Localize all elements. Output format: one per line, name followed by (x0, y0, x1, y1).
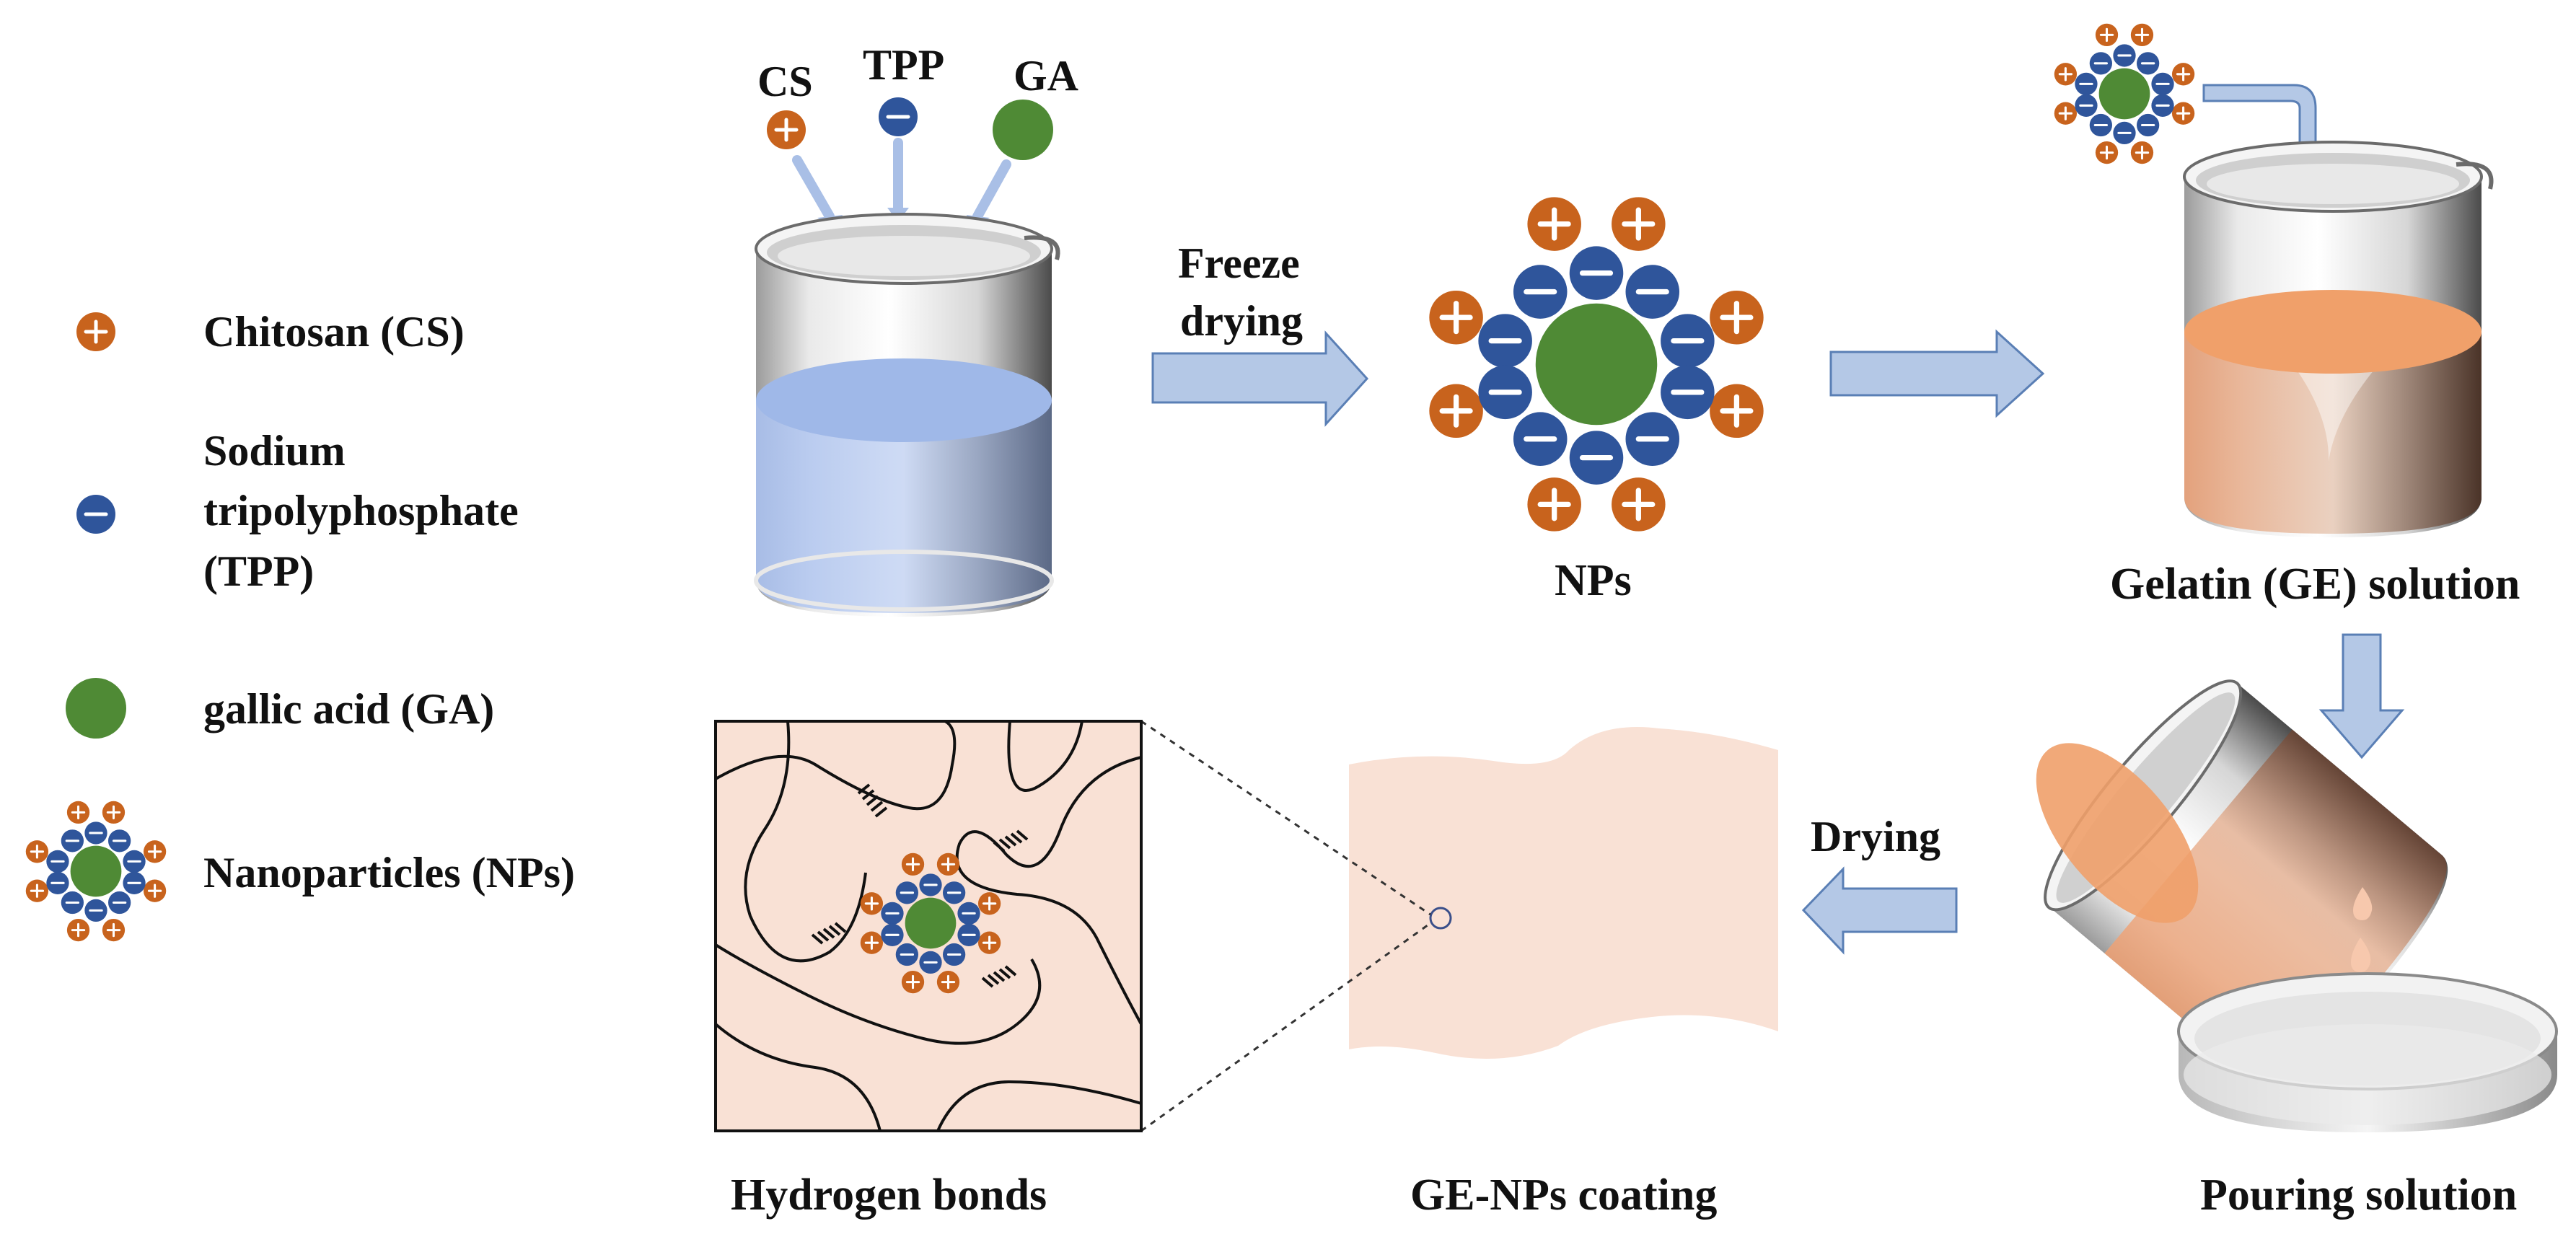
tpp-label: TPP (863, 41, 944, 89)
cs-particle-icon (767, 110, 806, 149)
gelatin-beaker (2053, 22, 2494, 537)
gallic-acid-legend-label: gallic acid (GA) (203, 685, 494, 733)
drying-label-1: drying (1180, 297, 1303, 345)
input-arrows (792, 138, 1011, 221)
tpp-legend-label-line1: Sodium (203, 427, 346, 475)
tpp-legend-label-line2: tripolyphosphate (203, 487, 519, 534)
tpp-legend-icon (76, 495, 115, 534)
nanoparticle-cluster (1429, 197, 1763, 531)
zoom-lines (1140, 720, 1431, 1132)
beaker-mixing: CS TPP GA (754, 41, 1078, 617)
ga-particle-icon (993, 100, 1053, 160)
nanoparticles-legend-label: Nanoparticles (NPs) (203, 849, 575, 896)
pouring-caption: Pouring solution (2200, 1171, 2517, 1220)
zoom-spot (1429, 907, 1452, 930)
cs-label: CS (757, 58, 813, 105)
drying-label-2: Drying (1811, 813, 1940, 860)
gelatin-caption: Gelatin (GE) solution (2110, 560, 2520, 609)
pouring-beaker (2036, 679, 2448, 1083)
hydrogen-bond-inset (714, 720, 1143, 1132)
coating-film (1349, 727, 1778, 1059)
add-to-gelatin-arrow (1829, 329, 2045, 418)
ga-label: GA (1014, 52, 1078, 100)
petri-dish (2177, 972, 2558, 1132)
small-nanoparticle-icon (2053, 22, 2196, 165)
tpp-legend-label-line3: (TPP) (203, 547, 314, 595)
gelatin-surface (2184, 290, 2482, 374)
nps-caption: NPs (1555, 556, 1632, 605)
nanoparticle-legend-icon (25, 800, 167, 943)
freeze-drying-arrow: Freeze drying (1151, 239, 1369, 427)
water-surface (756, 358, 1052, 442)
hydrogen-bond-marks (811, 783, 1029, 988)
pouring-liquid-surface (2036, 743, 2199, 923)
chitosan-legend-label: Chitosan (CS) (203, 308, 465, 356)
tpp-particle-icon (879, 97, 918, 136)
freeze-label: Freeze (1178, 239, 1300, 287)
hbond-caption: Hydrogen bonds (731, 1171, 1047, 1220)
chitosan-legend-icon (76, 312, 115, 351)
legend: Chitosan (CS) Sodium tripolyphosphate (T… (25, 308, 575, 943)
pour-arrow (2318, 633, 2405, 759)
gallic-acid-legend-icon (66, 678, 126, 739)
drying-arrow: Drying (1801, 813, 1958, 955)
coating-caption: GE-NPs coating (1410, 1171, 1717, 1220)
